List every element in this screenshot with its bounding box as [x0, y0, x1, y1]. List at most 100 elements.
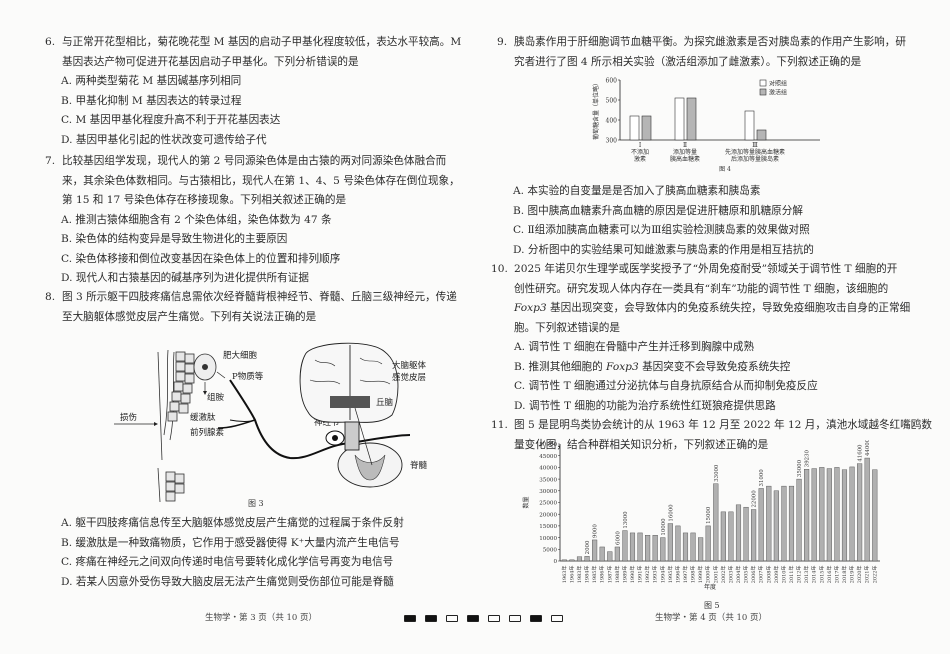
- nerve-fiber: [229, 379, 411, 460]
- svg-text:1993年: 1993年: [652, 566, 659, 584]
- svg-text:30000: 30000: [539, 489, 557, 495]
- svg-text:2005年: 2005年: [743, 566, 750, 584]
- svg-text:2010年: 2010年: [780, 566, 787, 584]
- svg-text:1964年: 1964年: [568, 566, 575, 584]
- bar: [645, 535, 651, 562]
- bar: [629, 532, 636, 562]
- bar: [751, 509, 757, 562]
- svg-text:后添加等量胰岛素: 后添加等量胰岛素: [731, 155, 779, 163]
- svg-text:1963年: 1963年: [561, 566, 568, 584]
- bar: [756, 129, 767, 141]
- bar: [781, 485, 787, 562]
- bar: [641, 115, 652, 141]
- page-footer-4: 生物学・第 4 页（共 10 页）: [655, 613, 768, 623]
- left-page: 6.与正常开花型相比，菊花晚花型 M 基因的启动子甲基化程度较低，表达水平较高。…: [45, 33, 465, 623]
- svg-text:2012年: 2012年: [796, 566, 803, 584]
- svg-text:40000: 40000: [539, 466, 557, 472]
- svg-text:1986年: 1986年: [599, 566, 606, 584]
- page-footer-3: 生物学・第 3 页（共 10 页）: [205, 613, 318, 623]
- bar: [682, 532, 689, 562]
- option-d: D. 现代人和古猿基因的碱基序列为进化提供所有证据: [61, 272, 309, 284]
- option-d: D. 基因甲基化引起的性状改变可遗传给子代: [61, 133, 267, 146]
- figure-5-bar-chart: 0500010000150002000025000300003500040000…: [522, 440, 880, 591]
- svg-text:先添加等量胰高血糖素: 先添加等量胰高血糖素: [725, 148, 785, 156]
- bar: [652, 535, 658, 562]
- bar: [743, 506, 749, 562]
- page-mark: [488, 615, 500, 622]
- bar: [804, 469, 810, 562]
- bar: [675, 525, 681, 562]
- svg-text:对照组: 对照组: [769, 80, 787, 88]
- label-cortex-2: 感觉皮层: [392, 372, 426, 383]
- svg-text:2000年: 2000年: [705, 566, 712, 584]
- label-histamine: 组胺: [207, 392, 225, 403]
- svg-text:1984年: 1984年: [584, 566, 591, 584]
- bar: [811, 468, 817, 562]
- svg-text:2003年: 2003年: [727, 566, 734, 584]
- bar: [622, 530, 628, 562]
- svg-text:1985年: 1985年: [591, 566, 598, 584]
- option-b: B. 推测其他细胞的 Foxp3 基因突变不会导致免疫系统失控: [514, 360, 791, 373]
- bar: [796, 478, 802, 562]
- question-8-options: A. 躯干四肢疼痛信息传至大脑躯体感觉皮层产生痛觉的过程属于条件反射 B. 缓激…: [45, 514, 465, 592]
- question-number: 8.: [45, 291, 56, 303]
- option-c: C. Ⅱ组添加胰高血糖素可以为Ⅲ组实验检测胰岛素的效果做对照: [513, 224, 810, 236]
- svg-text:2019年: 2019年: [849, 566, 856, 584]
- option-b: B. 图中胰高血糖素升高血糖的原因是促进肝糖原和肌糖原分解: [513, 204, 803, 217]
- option-c: C. M 基因甲基化程度升高不利于开花基因表达: [61, 114, 281, 126]
- svg-text:2009年: 2009年: [773, 566, 780, 584]
- bar: [576, 556, 583, 562]
- svg-text:激活组: 激活组: [769, 89, 787, 97]
- svg-text:1995年: 1995年: [667, 566, 674, 584]
- label-injury: 损伤: [120, 412, 137, 423]
- svg-text:33000: 33000: [714, 464, 720, 482]
- svg-text:13000: 13000: [623, 511, 629, 529]
- svg-text:31000: 31000: [759, 469, 765, 487]
- svg-text:25000: 25000: [539, 501, 557, 507]
- label-cortex: 大脑躯体: [392, 360, 427, 371]
- svg-text:葡萄糖含量（单位略）: 葡萄糖含量（单位略）: [592, 80, 600, 140]
- option-a: A. 两种类型菊花 M 基因碱基序列相同: [61, 75, 242, 87]
- bar: [773, 490, 779, 562]
- svg-text:激素: 激素: [634, 155, 646, 163]
- figure-3-pain-pathway-diagram: 肥大细胞 P物质等 组胺 缓激肽 前列腺素 损伤 脊髓背根 神经节 脊髓: [114, 342, 428, 503]
- svg-text:1992年: 1992年: [644, 566, 651, 584]
- svg-text:不添加: 不添加: [631, 148, 649, 156]
- svg-text:2020年: 2020年: [856, 566, 863, 584]
- question-9-options: A. 本实验的自变量是是否加入了胰高血糖素和胰岛素 B. 图中胰高血糖素升高血糖…: [497, 182, 937, 260]
- svg-text:45000: 45000: [539, 454, 557, 460]
- question-11: 11.图 5 是昆明鸟类协会统计的从 1963 年 12 月至 2022 年 1…: [491, 416, 937, 455]
- option-b: B. 甲基化抑制 M 基因表达的转录过程: [61, 94, 242, 107]
- bar: [614, 546, 620, 562]
- page-mark: [551, 615, 563, 622]
- bar: [872, 469, 878, 562]
- option-a: A. 调节性 T 细胞在骨髓中产生并迁移到胸腺中成熟: [514, 341, 755, 353]
- figure-4-bar-chart: 300400500600葡萄糖含量（单位略）Ⅰ不添加激素Ⅱ添加等量胰高血糖素Ⅲ先…: [592, 78, 820, 172]
- svg-text:300: 300: [606, 138, 618, 145]
- bar: [599, 546, 605, 562]
- svg-text:2008年: 2008年: [765, 566, 772, 584]
- bar: [592, 539, 598, 562]
- bar: [637, 532, 643, 562]
- label-prostaglandin: 前列腺素: [190, 427, 225, 438]
- svg-text:2014年: 2014年: [811, 566, 818, 584]
- svg-text:44000: 44000: [865, 440, 871, 456]
- label-bradykinin: 缓激肽: [190, 412, 216, 423]
- spinal-cord-icon: [337, 442, 403, 488]
- bar: [686, 97, 697, 141]
- svg-text:年度: 年度: [704, 583, 716, 591]
- question-9: 9.胰岛素作用于肝细胞调节血糖平衡。为探究雌激素是否对胰岛素的作用产生影响，研 …: [497, 33, 937, 72]
- question-number: 7.: [45, 155, 56, 167]
- svg-text:1990年: 1990年: [629, 566, 636, 584]
- question-6: 6.与正常开花型相比，菊花晚花型 M 基因的启动子甲基化程度较低，表达水平较高。…: [45, 33, 465, 150]
- option-c: C. 调节性 T 细胞通过分泌抗体与自身抗原结合从而抑制免疫反应: [514, 380, 818, 392]
- page-mark: [509, 615, 521, 622]
- svg-text:2002年: 2002年: [720, 566, 727, 584]
- svg-text:400: 400: [606, 118, 618, 125]
- legend-swatch: [759, 79, 767, 87]
- option-c: C. 染色体移接和倒位改变基因在染色体上的位置和排列顺序: [61, 252, 341, 265]
- bar: [841, 469, 848, 562]
- bar: [826, 468, 832, 562]
- bar: [819, 467, 825, 562]
- svg-text:39230: 39230: [805, 449, 811, 467]
